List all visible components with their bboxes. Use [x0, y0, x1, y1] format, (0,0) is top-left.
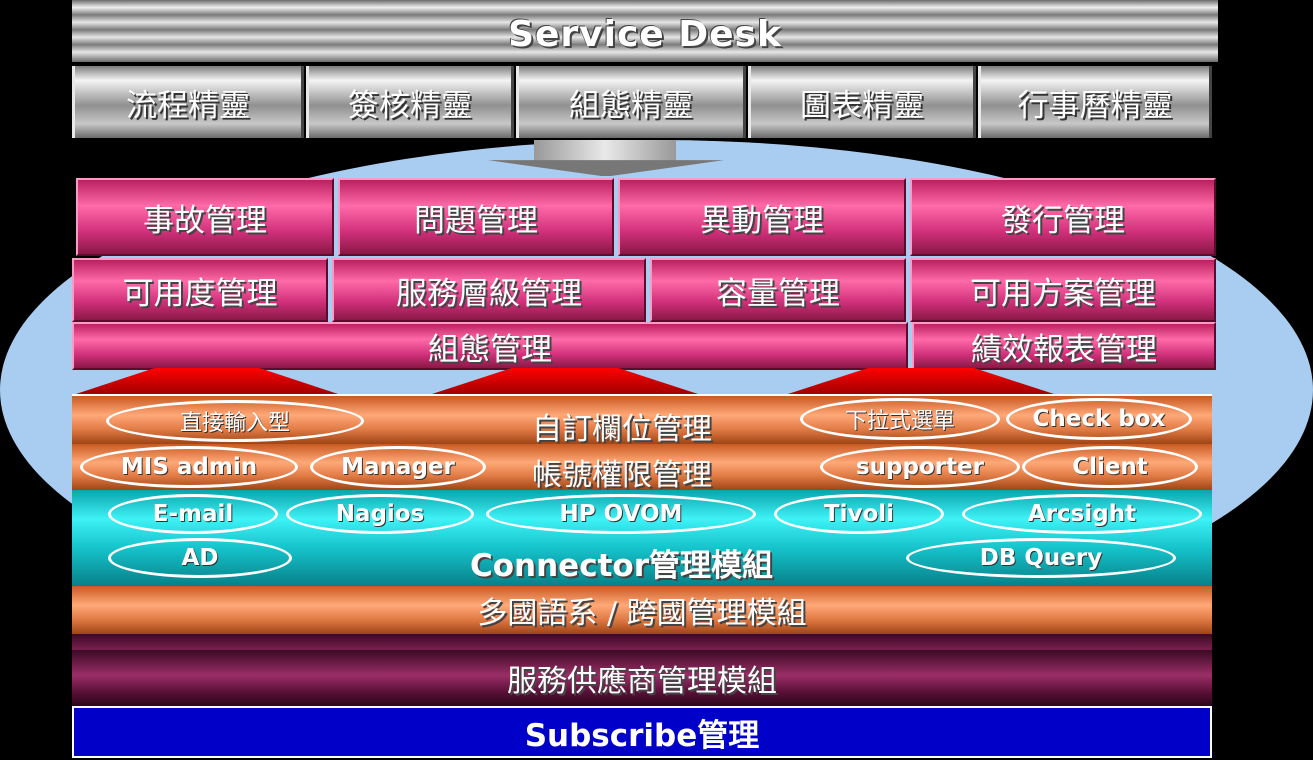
- custom-field-band: 自訂欄位管理 直接輸入型 下拉式選單 Check box: [72, 394, 1212, 447]
- connector-email[interactable]: E-mail: [108, 494, 278, 534]
- multilanguage-module-label: 多國語系 / 跨國管理模組: [477, 596, 807, 631]
- service-desk-title: Service Desk: [508, 14, 782, 55]
- release-management[interactable]: 發行管理: [910, 178, 1216, 256]
- wizard-process[interactable]: 流程精靈: [72, 66, 304, 138]
- change-management[interactable]: 異動管理: [618, 178, 906, 256]
- account-permission-label: 帳號權限管理: [532, 458, 712, 493]
- account-permission-band: 帳號權限管理 MIS admin Manager supporter Clien…: [72, 444, 1212, 493]
- custom-field-label: 自訂欄位管理: [532, 412, 712, 447]
- divider: [72, 634, 1212, 650]
- option-checkbox[interactable]: Check box: [1006, 398, 1192, 440]
- continuity-management[interactable]: 可用方案管理: [910, 258, 1216, 322]
- connector-arcsight[interactable]: Arcsight: [962, 494, 1202, 534]
- role-mis-admin[interactable]: MIS admin: [80, 446, 298, 488]
- incident-management[interactable]: 事故管理: [76, 178, 334, 256]
- service-level-management[interactable]: 服務層級管理: [332, 258, 646, 322]
- problem-management[interactable]: 問題管理: [338, 178, 614, 256]
- wizard-chart[interactable]: 圖表精靈: [748, 66, 976, 138]
- service-desk-title-bar: Service Desk: [72, 0, 1218, 62]
- role-client[interactable]: Client: [1022, 446, 1198, 488]
- connector-tivoli[interactable]: Tivoli: [774, 494, 944, 534]
- connector-module-label: Connector管理模組: [470, 548, 773, 584]
- connector-band: E-mail Nagios HP OVOM Tivoli Arcsight AD…: [72, 490, 1212, 586]
- performance-report-management[interactable]: 績效報表管理: [912, 322, 1216, 370]
- connector-db-query[interactable]: DB Query: [906, 538, 1176, 578]
- connector-ad[interactable]: AD: [108, 538, 292, 578]
- multilanguage-band: 多國語系 / 跨國管理模組: [72, 586, 1212, 634]
- connector-hp-ovom[interactable]: HP OVOM: [486, 494, 756, 534]
- role-supporter[interactable]: supporter: [820, 446, 1020, 488]
- availability-management[interactable]: 可用度管理: [72, 258, 328, 322]
- subscribe-management-label: Subscribe管理: [524, 717, 760, 754]
- wizard-configuration[interactable]: 組態精靈: [516, 66, 746, 138]
- capacity-management[interactable]: 容量管理: [650, 258, 906, 322]
- configuration-management[interactable]: 組態管理: [72, 322, 908, 370]
- wizard-approval[interactable]: 簽核精靈: [306, 66, 514, 138]
- funnel-connector: [534, 140, 676, 162]
- connector-nagios[interactable]: Nagios: [286, 494, 474, 534]
- role-manager[interactable]: Manager: [310, 446, 486, 488]
- wizard-calendar[interactable]: 行事曆精靈: [978, 66, 1212, 138]
- service-provider-module-label: 服務供應商管理模組: [507, 664, 777, 699]
- option-dropdown[interactable]: 下拉式選單: [800, 398, 1000, 440]
- option-direct-input[interactable]: 直接輸入型: [106, 400, 364, 442]
- subscribe-band[interactable]: Subscribe管理: [72, 706, 1212, 758]
- service-provider-band: 服務供應商管理模組: [72, 650, 1212, 706]
